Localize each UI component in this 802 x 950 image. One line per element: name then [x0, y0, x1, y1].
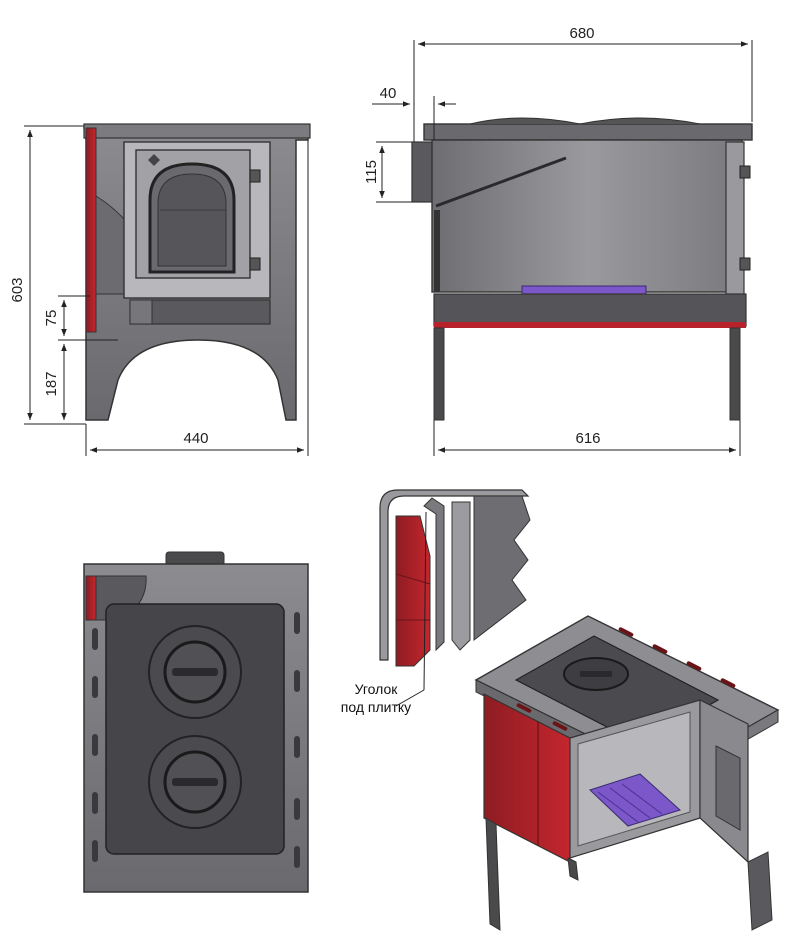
detail-firebrick — [473, 495, 531, 642]
dim-front-width: 440 — [183, 430, 208, 447]
side-top-plate — [423, 123, 753, 141]
side-leg-left — [433, 327, 445, 421]
fire-door-glass-inner — [157, 173, 227, 267]
dim-flue-height: 115 — [363, 160, 380, 184]
front-top-plate — [83, 123, 311, 139]
iso-leg-left — [485, 817, 501, 931]
top-brick-lining — [85, 575, 97, 621]
callout-line2: под плитку — [341, 699, 411, 715]
front-view — [83, 123, 311, 421]
side-door-edge — [725, 141, 745, 299]
dim-leg-span: 616 — [575, 430, 600, 447]
dim-total-height: 603 — [9, 277, 26, 302]
dim-overall-width: 680 — [569, 25, 594, 42]
dim-leg-height: 187 — [43, 371, 60, 396]
side-body — [431, 139, 743, 293]
side-dimensions — [372, 40, 753, 456]
ash-drawer[interactable] — [129, 299, 271, 325]
callout-line1: Уголок — [355, 681, 399, 697]
isometric-view — [474, 615, 780, 931]
side-brick-strip — [434, 322, 746, 328]
side-view — [411, 117, 753, 421]
flue-collar — [411, 141, 435, 203]
dim-flue-offset: 40 — [380, 85, 397, 102]
door-emblem-icon — [148, 154, 160, 166]
detail-inner-wall — [451, 501, 471, 651]
front-dimensions — [24, 125, 309, 456]
front-brick-lining — [85, 127, 97, 333]
detail-top-bend — [379, 489, 530, 661]
detail-angle-bracket — [423, 497, 445, 652]
side-leg-right — [729, 327, 741, 421]
door-hinge-bottom — [249, 257, 261, 271]
side-ash-section — [433, 293, 747, 327]
iso-grate — [589, 773, 681, 827]
iso-leg-right — [747, 851, 773, 931]
dim-ash-height: 75 — [43, 310, 60, 327]
top-view — [83, 551, 309, 893]
detail-brick — [395, 515, 431, 667]
top-vent-slots — [92, 612, 300, 868]
door-hinge-top — [249, 169, 261, 183]
detail-section — [379, 489, 531, 707]
